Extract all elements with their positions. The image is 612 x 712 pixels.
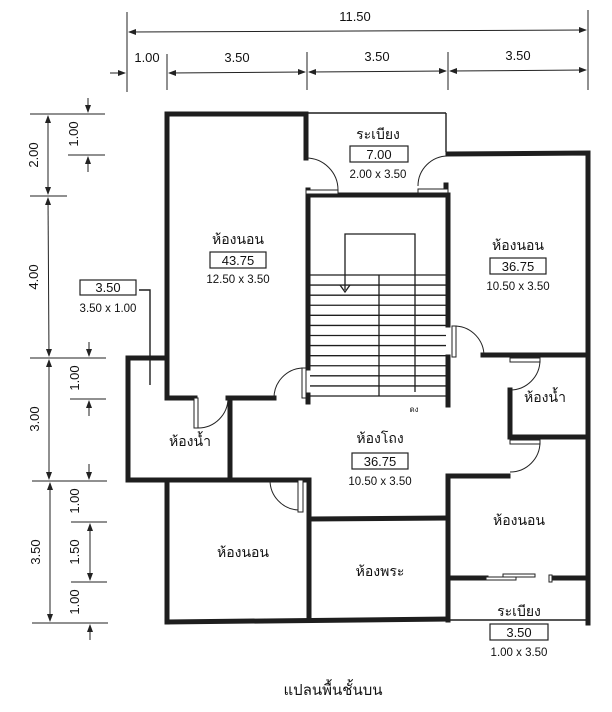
- room-shrine: ห้องพระ: [356, 564, 405, 580]
- room-name: ห้องโถง: [356, 430, 403, 447]
- sliding-door-balcony: [485, 573, 553, 583]
- left-inner-5-label: 1.00: [67, 589, 82, 614]
- left-inner-2-label: 1.00: [67, 365, 82, 390]
- room-name: ห้องนอน: [492, 238, 544, 254]
- top-segment-3-label: 3.50: [364, 49, 389, 64]
- callout-size: 3.50 x 1.00: [80, 303, 137, 315]
- room-size: 1.00 x 3.50: [491, 647, 548, 659]
- room-size: 10.50 x 3.50: [486, 281, 549, 293]
- left-dimensions: 2.00 4.00 3.00 3.50 1.00 1.00 1.00 1.50 …: [26, 98, 108, 640]
- left-inner-4-label: 1.50: [67, 539, 82, 564]
- top-segment-4-label: 3.50: [505, 48, 530, 63]
- top-segment-2-label: 3.50: [224, 50, 249, 65]
- room-area: 7.00: [366, 147, 391, 162]
- left-inner-1-label: 1.00: [66, 121, 81, 146]
- top-dimensions: 11.50 1.00 3.50 3.50 3.50: [110, 9, 589, 92]
- room-balcony-top: ระเบียง 7.00 2.00 x 3.50: [349, 127, 409, 181]
- room-size: 12.50 x 3.50: [206, 274, 269, 286]
- room-bathroom-left: ห้องน้ำ: [169, 431, 211, 450]
- bathroom-left-callout: 3.50 3.50 x 1.00: [79, 279, 137, 315]
- left-outer-1-label: 2.00: [26, 142, 41, 167]
- room-bedroom-left: ห้องนอน 43.75 12.50 x 3.50: [206, 232, 269, 286]
- room-name: ห้องนอน: [212, 232, 264, 248]
- stair-arrow-icon: [339, 284, 351, 294]
- door-balcony-right: [417, 155, 449, 194]
- room-name: ระเบียง: [497, 604, 541, 620]
- left-outer-2-label: 4.00: [26, 264, 41, 289]
- staircase: [310, 233, 446, 397]
- door-bathroom-right: [509, 357, 541, 391]
- doors: [193, 155, 553, 583]
- room-balcony-bottom: ระเบียง 3.50 1.00 x 3.50: [489, 604, 549, 659]
- stair-down-label: ดง: [409, 405, 418, 414]
- door-stair-right: [451, 325, 485, 358]
- stair-direction-line: [344, 233, 416, 392]
- top-segment-1-label: 1.00: [134, 50, 159, 65]
- room-area: 43.75: [222, 253, 255, 268]
- left-outer-3-label: 3.00: [27, 406, 42, 431]
- left-outer-4-label: 3.50: [28, 539, 43, 564]
- callout-area: 3.50: [95, 280, 120, 295]
- door-stair-left: [273, 367, 307, 399]
- total-width-dimension-line: [128, 27, 587, 35]
- door-balcony-left: [305, 157, 339, 195]
- room-size: 2.00 x 3.50: [350, 169, 407, 181]
- left-inner-3-label: 1.00: [67, 488, 82, 513]
- room-bedroom-bottom-right: ห้องนอน: [493, 513, 545, 529]
- door-bathroom-left: [193, 397, 229, 429]
- door-bedroom-bottom-left: [269, 479, 304, 513]
- total-width-label: 11.50: [339, 9, 371, 24]
- room-area: 36.75: [502, 259, 535, 274]
- room-area: 3.50: [506, 625, 531, 640]
- room-area: 36.75: [364, 454, 397, 469]
- door-bedroom-bottom-right: [509, 439, 541, 473]
- room-bathroom-right: ห้องน้ำ: [524, 387, 566, 406]
- room-size: 10.50 x 3.50: [348, 476, 411, 488]
- plan-title: แปลนพื้นชั้นบน: [284, 679, 383, 699]
- walls: [125, 111, 591, 626]
- room-hall: ห้องโถง 36.75 10.50 x 3.50: [348, 430, 411, 488]
- room-bedroom-bottom-left: ห้องนอน: [217, 545, 269, 561]
- room-name: ระเบียง: [356, 127, 400, 143]
- room-bedroom-right: ห้องนอน 36.75 10.50 x 3.50: [486, 238, 549, 293]
